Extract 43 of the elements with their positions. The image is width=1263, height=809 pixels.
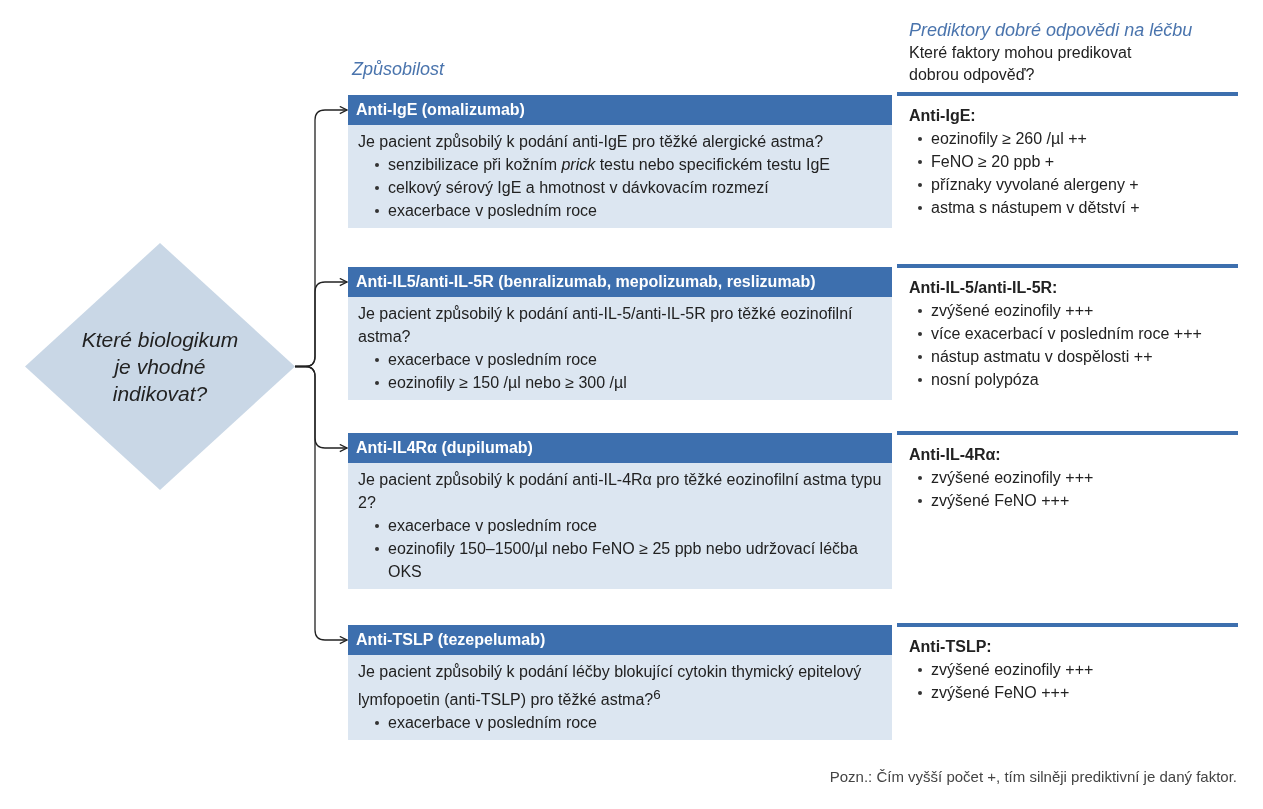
diamond-text: Které biologikum je vhodné indikovat? (80, 327, 240, 407)
bullet-item: exacerbace v posledním roce (358, 514, 882, 537)
bullet-item: exacerbace v posledním roce (358, 711, 882, 735)
bullet-item: astma s nástupem v dětství + (909, 196, 1226, 219)
panel-heading: Anti-IL-4Rα: (909, 445, 1002, 465)
bullet-item: exacerbace v posledním roce (358, 348, 882, 371)
panel-heading: Anti-IgE: (909, 106, 977, 126)
bullet-item: zvýšené eozinofily +++ (909, 658, 1226, 681)
criteria-card (348, 267, 892, 400)
footnote: Pozn.: Čím vyšší počet +, tím silněji prediktivní je daný faktor. (829, 768, 1237, 785)
bullet-item: exacerbace v posledním roce (358, 199, 882, 222)
bullet-item: nosní polypóza (909, 368, 1226, 391)
bullet-item: příznaky vyvolané alergeny + (909, 173, 1226, 196)
bullet-item: eozinofily ≥ 260 /µl ++ (909, 127, 1226, 150)
bullet-item: eozinofily 150–1500/µl nebo FeNO ≥ 25 ppb nebo udržovací léčba OKS (358, 537, 882, 583)
question-text: Je pacient způsobilý k podání léčby blokující cytokin thymický epitelový lymfopoetin (anti-TSLP) pro těžké astma?$^{6}$ (358, 662, 863, 711)
bullet-item: nástup astmatu v dospělosti ++ (909, 345, 1226, 368)
card-header: Anti-TSLP (tezepelumab) (348, 625, 892, 655)
criteria-card (348, 625, 892, 741)
bullet-item: senzibilizace při kožním prick testu nebo specifickém testu IgE (358, 153, 882, 176)
decision-diamond (25, 243, 295, 490)
bullet-item: zvýšené eozinofily +++ (909, 299, 1226, 322)
question-text: Je pacient způsobilý k podání anti-IL-4Rα pro těžké eozinofilní astma typu 2? (358, 470, 882, 513)
bullet-item: zvýšené FeNO +++ (909, 681, 1226, 704)
column-heading: Prediktory dobré odpovědi na léčbu (909, 20, 1193, 41)
criteria-card (348, 95, 892, 228)
panel-heading: Anti-IL-5/anti-IL-5R: (909, 278, 1059, 298)
column-heading: Způsobilost (352, 59, 445, 80)
bullet-item: celkový sérový IgE a hmotnost v dávkovacím rozmezí (358, 176, 882, 199)
question-text: Je pacient způsobilý k podání anti-IL-5/anti-IL-5R pro těžké eozinofilní astma? (358, 304, 854, 347)
card-header: Anti-IL5/anti-IL-5R (benralizumab, mepolizumab, reslizumab) (348, 267, 892, 297)
bullet-item: eozinofily ≥ 150 /µl nebo ≥ 300 /µl (358, 371, 882, 394)
column-subheading: Které faktory mohou predikovat dobrou odpověď? (909, 43, 1133, 85)
question-text: Je pacient způsobilý k podání anti-IgE pro těžké alergické astma? (358, 132, 825, 152)
bullet-item: více exacerbací v posledním roce +++ (909, 322, 1226, 345)
panel-heading: Anti-TSLP: (909, 637, 993, 657)
criteria-card (348, 433, 892, 589)
arrow (294, 365, 348, 645)
bullet-item: FeNO ≥ 20 ppb + (909, 150, 1226, 173)
card-header: Anti-IL4Rα (dupilumab) (348, 433, 892, 463)
card-header: Anti-IgE (omalizumab) (348, 95, 892, 125)
bullet-item: zvýšené FeNO +++ (909, 489, 1226, 512)
bullet-item: zvýšené eozinofily +++ (909, 466, 1226, 489)
